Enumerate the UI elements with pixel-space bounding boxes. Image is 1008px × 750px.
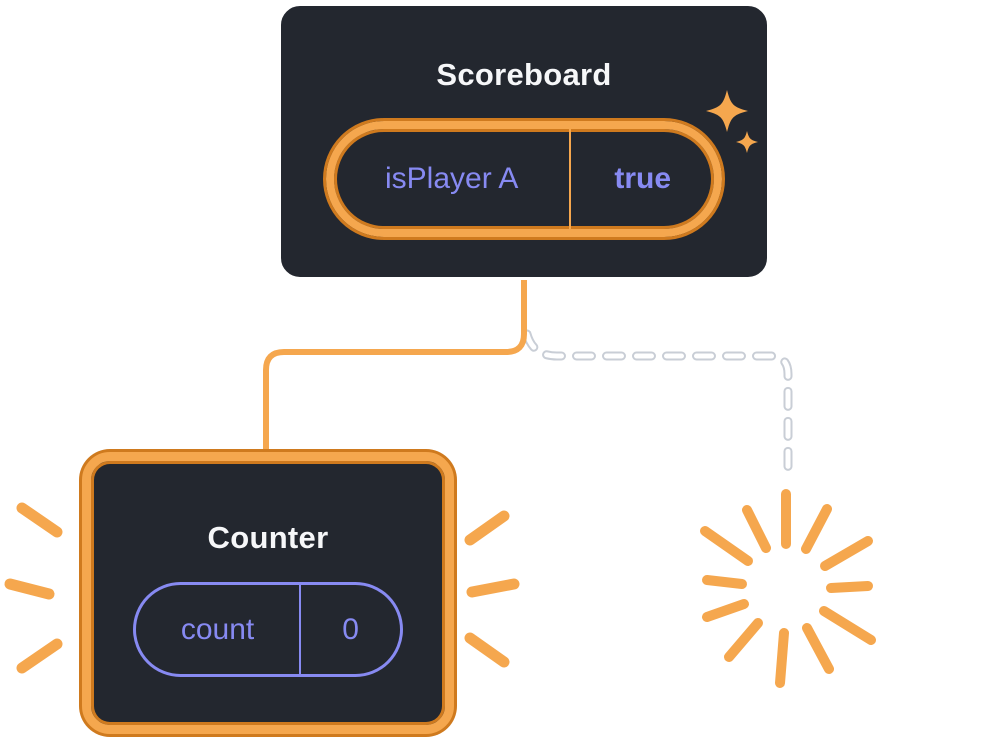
- emphasis-dashes-left: [4, 502, 63, 674]
- emphasis-dashes-right: [464, 510, 520, 668]
- scoreboard-component: Scoreboard isPlayer A true: [278, 3, 770, 280]
- state-key: isPlayer A: [384, 162, 519, 195]
- state-value: 0: [342, 612, 359, 646]
- state-value: true: [614, 162, 672, 195]
- counter-component: Counter count 0: [82, 452, 454, 734]
- scoreboard-state-pill: isPlayer A true: [323, 118, 725, 240]
- counter-title: Counter: [207, 520, 329, 555]
- state-key: count: [180, 612, 255, 646]
- dashed-connector: [522, 329, 793, 475]
- scoreboard-title: Scoreboard: [436, 57, 612, 92]
- counter-state-pill: count 0: [133, 582, 403, 677]
- pill-divider: [569, 129, 572, 229]
- solid-connector: [263, 275, 527, 455]
- burst-icon: [700, 489, 876, 688]
- pill-divider: [299, 585, 302, 674]
